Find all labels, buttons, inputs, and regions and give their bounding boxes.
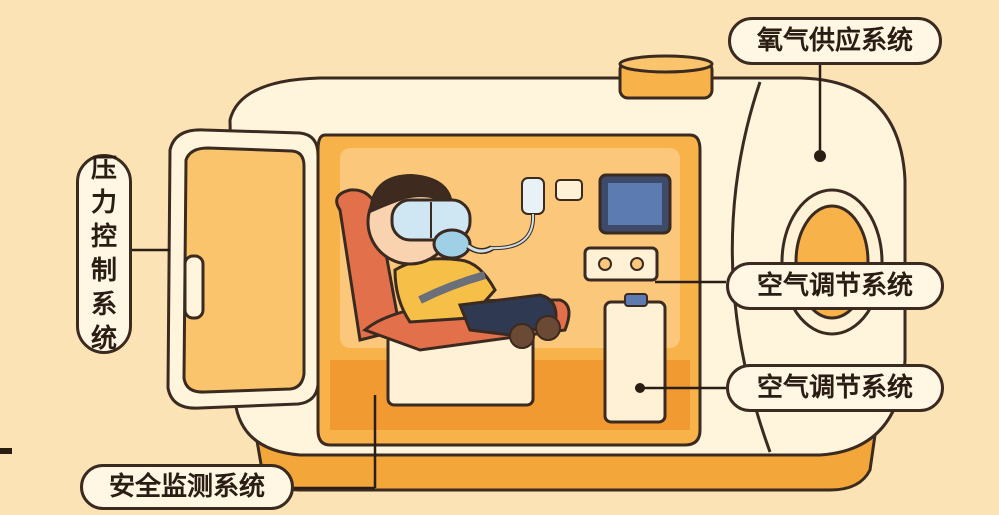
pressure-control-char: 控 [79,220,129,254]
safety-monitoring-label: 安全监测系统 [80,464,294,510]
oxygen-bottle [522,178,544,214]
pressure-control-char: 压 [79,152,129,186]
oxygen-supply-label: 氧气供应系统 [728,17,942,65]
control-panel [585,248,657,280]
air-regulation-label-bottom: 空气调节系统 [726,364,944,412]
door-handle [185,256,203,318]
air-regulation-label-top: 空气调节系统 [726,262,944,310]
pressure-control-char: 制 [79,254,129,288]
pressure-control-char: 统 [79,322,129,356]
pressure-control-char: 系 [79,288,129,322]
pressure-control-char: 力 [79,186,129,220]
oxygen-mask [434,230,470,258]
pressure-control-label: 压 力 控 制 系 统 [76,154,132,354]
air-regulation-unit [605,302,665,422]
